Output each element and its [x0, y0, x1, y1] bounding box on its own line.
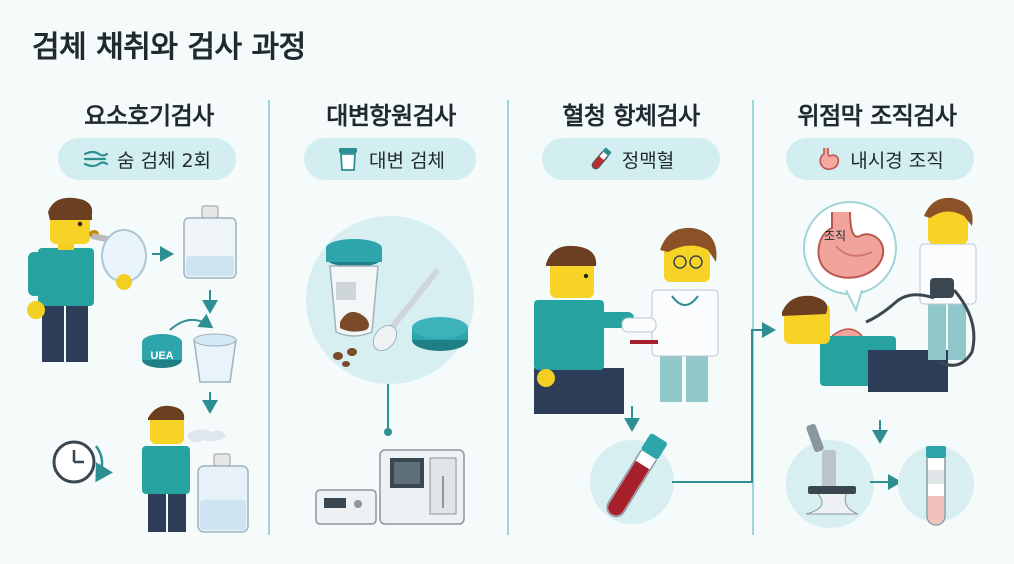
column-divider-3	[752, 100, 754, 535]
stomach-anatomy-icon	[817, 211, 885, 279]
column-title-serum-antibody-test: 혈청 항체검사	[562, 102, 700, 130]
sample-pill-label: 대변 검체	[369, 149, 445, 172]
column-divider-1	[268, 100, 270, 535]
breath-icon	[83, 146, 109, 172]
stool-pellets	[333, 348, 357, 367]
water-cup-icon	[193, 333, 237, 383]
endoscope-icon	[865, 278, 976, 367]
sample-pill-biopsy: 내시경 조직	[786, 138, 974, 180]
phlebotomist-figure	[621, 227, 719, 402]
flow-arrow-to-biopsy	[672, 322, 776, 483]
breath-balloon-icon	[91, 229, 147, 290]
flow-arrow	[169, 313, 214, 331]
patient-second-breath-figure	[142, 405, 226, 532]
sample-pill-label: 숨 검체 2회	[116, 149, 212, 172]
urea-reagent-tablet-icon: UEA	[142, 334, 182, 368]
uea-label: UEA	[150, 350, 173, 362]
sample-pill-breath: 숨 검체 2회	[58, 138, 236, 180]
column-title-mucosal-biopsy: 위점막 조직검사	[797, 102, 957, 130]
sample-pill-label: 내시경 조직	[850, 149, 944, 172]
column-divider-2	[507, 100, 509, 535]
tissue-sample-vial-icon	[926, 446, 946, 526]
cup-lid-icon	[412, 317, 468, 351]
microscope-icon	[805, 423, 859, 515]
clock-icon	[52, 440, 114, 484]
patient-seated-figure	[534, 245, 634, 414]
sampling-spoon-icon	[372, 269, 439, 352]
breath-bag-empty-icon	[183, 205, 237, 279]
stomach-icon	[816, 146, 842, 172]
stomach-callout-label: 조직	[824, 229, 846, 243]
patient-blowing-figure	[27, 197, 99, 362]
sample-pill-stool: 대변 검체	[304, 138, 476, 180]
column-title-urea-breath-test: 요소호기검사	[84, 102, 214, 130]
sample-pill-blood: 정맥혈	[542, 138, 720, 180]
sample-pill-label: 정맥혈	[621, 149, 675, 172]
stool-sample-backdrop	[306, 216, 474, 384]
patient-lying-figure	[782, 295, 948, 392]
breath-bag-filled-icon	[197, 453, 249, 533]
specimen-cup-icon	[335, 146, 361, 172]
column-title-stool-antigen-test: 대변항원검사	[326, 102, 456, 130]
analyzer-machine-icon	[315, 449, 465, 525]
page-title: 검체 채취와 검사 과정	[32, 30, 306, 65]
blood-collection-tube-icon	[606, 433, 667, 518]
blood-tube-icon	[588, 146, 614, 172]
stool-specimen-cup-icon	[326, 239, 382, 337]
